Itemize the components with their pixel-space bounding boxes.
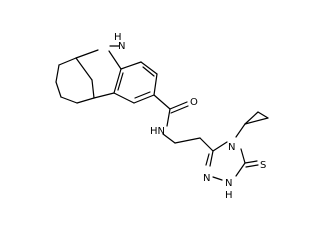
- bond: [134, 91, 151, 99]
- atom-label-thione-s: S: [260, 160, 266, 171]
- bond: [244, 160, 258, 164]
- triazole-ring: [205, 141, 246, 181]
- bond: [174, 137, 201, 144]
- bond: [58, 57, 77, 66]
- amide-group: [153, 94, 189, 127]
- bond: [235, 123, 246, 138]
- bond: [205, 153, 210, 166]
- atom-label-triazole-n1: N: [225, 178, 232, 189]
- bond: [162, 133, 176, 144]
- bond: [93, 92, 115, 99]
- molecule-diagram: N H O HN N N N H S: [55, 32, 269, 200]
- bond: [240, 148, 246, 164]
- bond: [209, 150, 214, 167]
- atom-label-triazole-h: H: [225, 190, 233, 200]
- atom-label-triazole-n4: N: [228, 142, 235, 153]
- bond: [199, 137, 214, 152]
- thione-group: [244, 160, 259, 168]
- bond: [133, 94, 155, 104]
- bond: [212, 176, 223, 181]
- ethyl-linker: [162, 133, 214, 152]
- bond: [117, 72, 124, 91]
- atom-label-amide-nh: HN: [150, 126, 165, 137]
- atom-label-indole-n: N: [118, 41, 125, 52]
- bond: [120, 61, 142, 70]
- bond: [76, 97, 95, 104]
- bond: [142, 66, 155, 77]
- bond: [169, 101, 188, 110]
- bond: [113, 68, 122, 94]
- atom-label-indole-h: H: [114, 32, 122, 43]
- bond: [75, 57, 93, 81]
- bond: [170, 105, 189, 114]
- bond: [55, 64, 60, 83]
- bond: [153, 94, 171, 110]
- cyclohexane-ring: [55, 57, 95, 104]
- bond: [140, 61, 158, 75]
- bond: [108, 50, 122, 70]
- atom-label-triazole-n2: N: [203, 173, 210, 184]
- bond: [166, 108, 171, 127]
- bond: [55, 81, 62, 98]
- bond: [212, 141, 228, 152]
- bond: [257, 111, 269, 119]
- bond: [235, 162, 246, 177]
- bond: [113, 92, 135, 104]
- cyclopropyl-ring: [235, 111, 269, 138]
- bond: [75, 49, 99, 59]
- atom-label-amide-o: O: [190, 97, 198, 108]
- benzene-ring: [113, 61, 158, 104]
- bond: [244, 117, 269, 125]
- bond: [245, 164, 259, 168]
- bond: [244, 111, 259, 125]
- bond: [153, 73, 158, 96]
- pyrrole-ring: [75, 45, 122, 99]
- structure-drawing: N H O HN N N N H S: [55, 32, 269, 200]
- bond: [91, 79, 95, 99]
- bond: [60, 96, 78, 104]
